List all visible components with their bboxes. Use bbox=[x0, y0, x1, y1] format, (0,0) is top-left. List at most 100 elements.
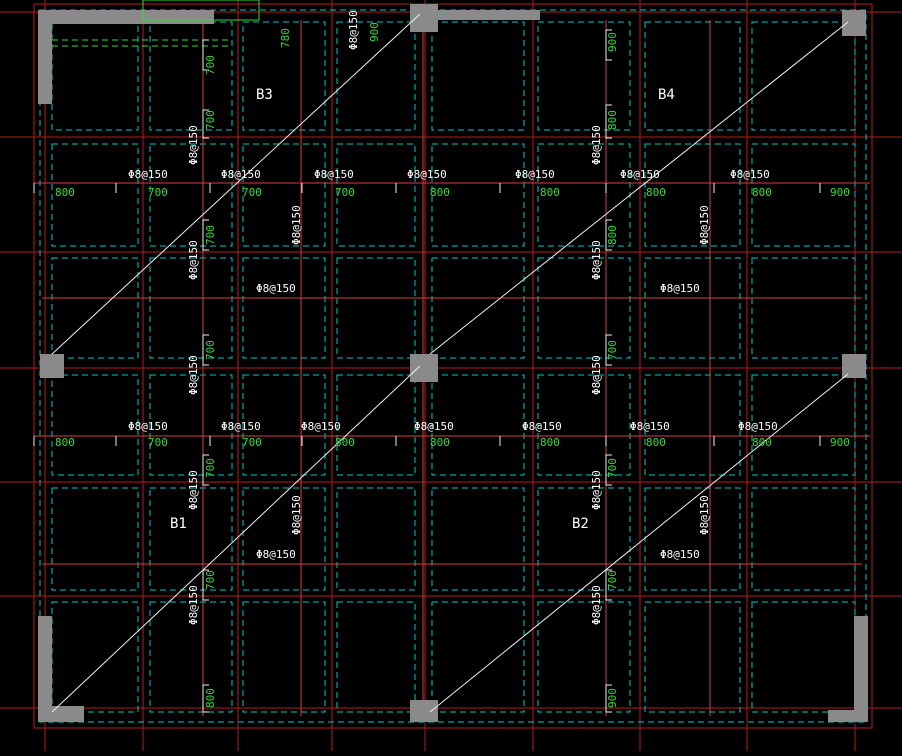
dim-top-4: 800 bbox=[430, 186, 450, 199]
slab-panel-8 bbox=[51, 143, 139, 247]
rebar-spec-mid-6: Φ8@150 bbox=[738, 420, 778, 433]
slab-panel-18 bbox=[242, 257, 326, 359]
slab-panel-2 bbox=[242, 21, 326, 131]
slab-panel-15 bbox=[751, 143, 856, 247]
column-3 bbox=[430, 10, 540, 20]
slab-panel-10 bbox=[242, 143, 326, 247]
vert-bracket-2 bbox=[202, 219, 209, 251]
slab-panel-14 bbox=[644, 143, 741, 247]
dim-mid-3: 800 bbox=[335, 436, 355, 449]
column-8 bbox=[38, 616, 52, 720]
vert-bracket-13 bbox=[605, 684, 612, 713]
slab-panel-40 bbox=[51, 601, 139, 713]
slab-panel-33 bbox=[149, 487, 233, 591]
slab-panel-37 bbox=[537, 487, 631, 591]
dim-top-5: 800 bbox=[540, 186, 560, 199]
dim-vert-10: 700 bbox=[204, 458, 217, 478]
rebar-spec-top-4: Φ8@150 bbox=[515, 168, 555, 181]
rebar-spec-vert-14: Φ8@150 bbox=[347, 10, 360, 50]
rebar-spec-top-2: Φ8@150 bbox=[314, 168, 354, 181]
dim-vert-11: 700 bbox=[606, 458, 619, 478]
rebar-spec-mid-3: Φ8@150 bbox=[414, 420, 454, 433]
dim-vert-3: 700 bbox=[204, 55, 217, 75]
slab-panels bbox=[33, 3, 873, 729]
top-detail-box bbox=[142, 0, 260, 21]
slab-panel-32 bbox=[51, 487, 139, 591]
dim-top-7: 800 bbox=[752, 186, 772, 199]
slab-panel-27 bbox=[336, 374, 416, 476]
slab-panel-24 bbox=[51, 374, 139, 476]
rebar-spec-mid-2: Φ8@150 bbox=[301, 420, 341, 433]
rebar-spec-span-1: Φ8@150 bbox=[660, 282, 700, 295]
dim-mid-5: 800 bbox=[540, 436, 560, 449]
dim-mid-8: 900 bbox=[830, 436, 850, 449]
slab-outline bbox=[39, 9, 867, 723]
slab-panel-7 bbox=[751, 21, 856, 131]
rebar-spec-vert-5: Φ8@150 bbox=[290, 205, 303, 245]
slab-panel-41 bbox=[149, 601, 233, 713]
column-6 bbox=[410, 354, 438, 382]
slab-panel-16 bbox=[51, 257, 139, 359]
slab-label-b4: B4 bbox=[658, 87, 675, 103]
slab-panel-45 bbox=[537, 601, 631, 713]
rebar-spec-top-1: Φ8@150 bbox=[221, 168, 261, 181]
rebar-spec-vert-8: Φ8@150 bbox=[590, 240, 603, 280]
rebar-spec-span-2: Φ8@150 bbox=[256, 548, 296, 561]
slab-label-b1: B1 bbox=[170, 516, 187, 532]
column-4 bbox=[842, 10, 866, 36]
rebar-spec-vert-11: Φ8@150 bbox=[590, 585, 603, 625]
rebar-spec-span-0: Φ8@150 bbox=[256, 282, 296, 295]
dim-vert-1: 900 bbox=[368, 22, 381, 42]
rebar-spec-mid-0: Φ8@150 bbox=[128, 420, 168, 433]
slab-panel-30 bbox=[644, 374, 741, 476]
dim-vert-7: 800 bbox=[606, 225, 619, 245]
rebar-spec-vert-6: Φ8@150 bbox=[290, 495, 303, 535]
rebar-spec-vert-3: Φ8@150 bbox=[187, 470, 200, 510]
slab-panel-6 bbox=[644, 21, 741, 131]
rebar-spec-vert-1: Φ8@150 bbox=[187, 240, 200, 280]
column-5 bbox=[40, 354, 64, 378]
column-10 bbox=[410, 700, 438, 722]
dim-vert-13: 700 bbox=[606, 570, 619, 590]
rebar-spec-vert-12: Φ8@150 bbox=[698, 205, 711, 245]
column-1 bbox=[38, 10, 214, 24]
diagonal-2 bbox=[51, 365, 421, 713]
vert-bracket-6 bbox=[202, 684, 209, 713]
slab-panel-17 bbox=[149, 257, 233, 359]
rebar-spec-vert-4: Φ8@150 bbox=[187, 585, 200, 625]
dim-vert-2: 900 bbox=[606, 32, 619, 52]
rebar-spec-top-0: Φ8@150 bbox=[128, 168, 168, 181]
rebar-spec-span-3: Φ8@150 bbox=[660, 548, 700, 561]
slab-label-b3: B3 bbox=[256, 87, 273, 103]
dim-vert-4: 700 bbox=[204, 110, 217, 130]
dim-vert-6: 700 bbox=[204, 225, 217, 245]
dim-mid-4: 800 bbox=[430, 436, 450, 449]
dim-mid-1: 700 bbox=[148, 436, 168, 449]
rebar-spec-vert-2: Φ8@150 bbox=[187, 355, 200, 395]
vert-bracket-8 bbox=[605, 104, 612, 139]
slab-panel-44 bbox=[431, 601, 525, 713]
dim-vert-9: 700 bbox=[606, 340, 619, 360]
rebar-lines bbox=[33, 0, 849, 713]
slab-panel-42 bbox=[242, 601, 326, 713]
slab-panel-29 bbox=[537, 374, 631, 476]
dim-top-6: 800 bbox=[646, 186, 666, 199]
dim-top-1: 700 bbox=[148, 186, 168, 199]
slab-panel-4 bbox=[431, 21, 525, 131]
diagonal-1 bbox=[429, 21, 849, 355]
slab-panel-19 bbox=[336, 257, 416, 359]
rebar-spec-vert-9: Φ8@150 bbox=[590, 355, 603, 395]
rebar-spec-vert-13: Φ8@150 bbox=[698, 495, 711, 535]
dim-top-3: 700 bbox=[335, 186, 355, 199]
rebar-spec-vert-0: Φ8@150 bbox=[187, 125, 200, 165]
slab-panel-20 bbox=[431, 257, 525, 359]
slab-panel-43 bbox=[336, 601, 416, 713]
slab-panel-23 bbox=[751, 257, 856, 359]
slab-panel-0 bbox=[51, 21, 139, 131]
vert-bracket-0 bbox=[202, 39, 209, 71]
slab-panel-38 bbox=[644, 487, 741, 591]
column-7 bbox=[842, 354, 866, 378]
dim-top-8: 900 bbox=[830, 186, 850, 199]
